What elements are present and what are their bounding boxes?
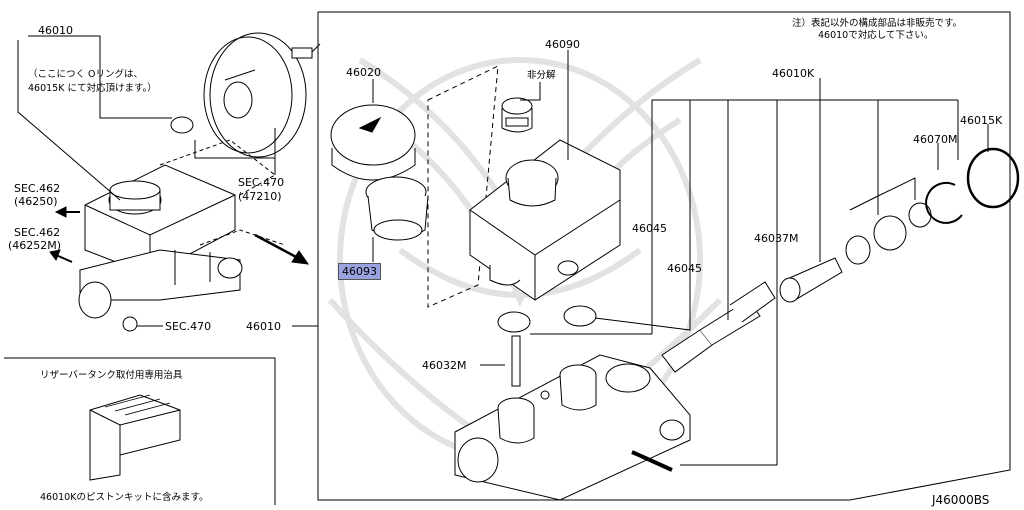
reservoir-tool-drawing <box>89 394 181 481</box>
reservoir-cap-drawing <box>330 104 416 181</box>
label-part-46045-a[interactable]: 46045 <box>632 222 667 235</box>
label-assembly-left[interactable]: 46010 <box>38 24 73 37</box>
oring-note-line-1: （ここにつく Oリングは、 <box>28 69 143 80</box>
oring-note-line-2: 46015K にて対応頂けます。） <box>28 83 157 94</box>
label-part-46010K[interactable]: 46010K <box>772 67 815 80</box>
label-part-46037M[interactable]: 46037M <box>754 232 799 245</box>
grommet-drawing <box>501 97 533 133</box>
piston-spring-drawing <box>661 281 776 373</box>
reservoir-tank-drawing <box>469 139 621 301</box>
label-assembly-main[interactable]: 46010 <box>246 320 281 333</box>
label-sec470-a-sub[interactable]: (47210) <box>238 190 282 203</box>
label-part-46032M[interactable]: 46032M <box>422 359 467 372</box>
brake-booster-drawing <box>203 32 321 158</box>
arrows-left <box>49 206 310 265</box>
label-sec462-b[interactable]: SEC.462 <box>14 226 61 239</box>
secondary-piston-drawing <box>779 257 843 303</box>
seal-2-drawing <box>563 305 597 327</box>
label-part-46015K[interactable]: 46015K <box>960 114 1003 127</box>
snap-ring-drawing <box>925 181 963 224</box>
master-cylinder-left-drawing <box>78 164 243 332</box>
master-cylinder-body-drawing <box>454 354 691 501</box>
note-top-right-line-1: 注）表記以外の構成部品は非販売です。 <box>792 18 963 29</box>
label-part-46090[interactable]: 46090 <box>545 38 580 51</box>
label-sec462-a[interactable]: SEC.462 <box>14 182 61 195</box>
label-sec470-b[interactable]: SEC.470 <box>165 320 212 333</box>
o-ring-main-drawing <box>966 147 1020 209</box>
label-sec470-a[interactable]: SEC.470 <box>238 176 285 189</box>
diagram-code: J46000BS <box>932 493 990 507</box>
note-top-right-line-2: 46010で対応して下さい。 <box>818 30 934 41</box>
pin-drawing <box>511 335 521 387</box>
label-non-separable: 非分解 <box>527 70 556 81</box>
main-panel-frame <box>317 11 1011 501</box>
main-assembly <box>330 65 1020 501</box>
cup-1-drawing <box>845 235 871 265</box>
tool-panel-caption: 46010Kのピストンキットに含みます。 <box>40 492 209 503</box>
label-part-46070M[interactable]: 46070M <box>913 133 958 146</box>
label-part-46020[interactable]: 46020 <box>346 66 381 79</box>
label-part-46093[interactable]: 46093 <box>338 263 381 280</box>
seal-1-drawing <box>497 311 531 333</box>
washer-drawing <box>908 202 932 228</box>
label-sec462-a-sub[interactable]: (46250) <box>14 195 58 208</box>
o-ring-left <box>170 116 194 134</box>
tool-panel-frame <box>4 357 276 505</box>
main-leader-lines <box>292 50 989 466</box>
strainer-drawing <box>365 176 429 241</box>
left-assembly <box>17 32 321 332</box>
cup-2-drawing <box>873 215 907 251</box>
label-part-46045-b[interactable]: 46045 <box>667 262 702 275</box>
label-sec462-b-sub[interactable]: (46252M) <box>8 239 62 252</box>
tool-panel-title: リザーバータンク取付用専用治具 <box>40 370 183 381</box>
